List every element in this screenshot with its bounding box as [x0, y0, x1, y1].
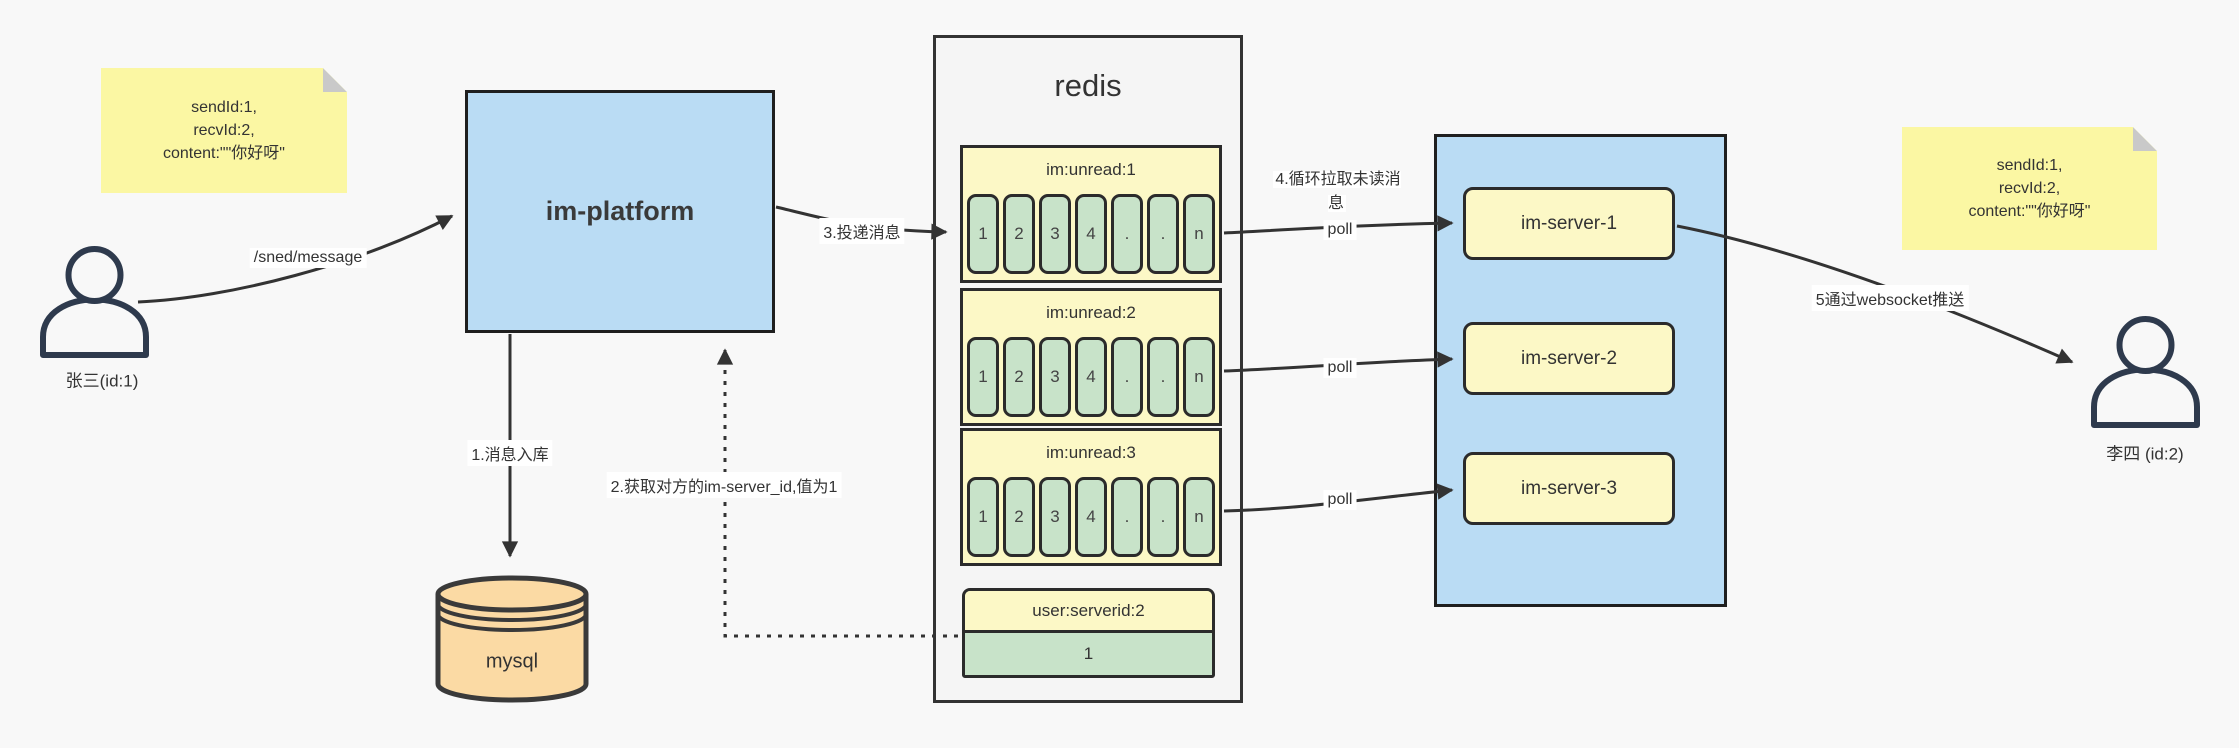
mysql-label: mysql	[485, 650, 539, 673]
queue-title: im:unread:1	[1046, 160, 1136, 179]
sticky-note-right: sendId:1, recvId:2, content:""你好呀"	[1902, 127, 2157, 250]
user-serverid-box: user:serverid:2 1	[962, 588, 1215, 678]
im-server-2-node: im-server-2	[1463, 322, 1675, 395]
unread-queue-3: im:unread:3 1 2 3 4 . . n	[960, 428, 1222, 566]
queue-cell: .	[1111, 477, 1143, 557]
note-line: sendId:1,	[1996, 156, 2063, 174]
queue-cell: 4	[1075, 477, 1107, 557]
receiver-person-icon	[2091, 316, 2200, 428]
edge-label-poll-3: poll	[1323, 490, 1357, 510]
note-line: content:""你好呀"	[1968, 203, 2091, 221]
kv-value: 1	[965, 633, 1212, 675]
queue-cell: n	[1183, 477, 1215, 557]
queue-cell: n	[1183, 194, 1215, 274]
queue-cell: 1	[967, 477, 999, 557]
note-line: sendId:1,	[191, 98, 257, 116]
edge-label-poll-1: poll	[1323, 220, 1357, 240]
queue-cell: n	[1183, 337, 1215, 417]
edge-label-pull: 4.循环拉取未读消息	[1261, 164, 1413, 214]
queue-cells: 1 2 3 4 . . n	[967, 337, 1215, 417]
edge-label-poll-2: poll	[1323, 358, 1357, 378]
queue-cell: 1	[967, 194, 999, 274]
queue-cell: 2	[1003, 194, 1035, 274]
queue-cell: 3	[1039, 194, 1071, 274]
queue-cell: .	[1147, 477, 1179, 557]
unread-queue-2: im:unread:2 1 2 3 4 . . n	[960, 288, 1222, 426]
queue-cell: .	[1111, 194, 1143, 274]
kv-key: user:serverid:2	[965, 591, 1212, 633]
im-server-3-node: im-server-3	[1463, 452, 1675, 525]
queue-cell: 4	[1075, 337, 1107, 417]
queue-cells: 1 2 3 4 . . n	[967, 194, 1215, 274]
queue-cell: .	[1111, 337, 1143, 417]
edge-label-deliver: 3.投递消息	[819, 218, 905, 244]
queue-title: im:unread:3	[1046, 443, 1136, 462]
im-server-1-node: im-server-1	[1463, 187, 1675, 260]
sticky-note-left: sendId:1, recvId:2, content:""你好呀"	[101, 68, 347, 193]
note-fold-icon	[323, 68, 347, 92]
edge-label-send: /sned/message	[249, 248, 367, 268]
queue-cell: 3	[1039, 337, 1071, 417]
note-line: recvId:2,	[193, 121, 255, 139]
sender-label: 张三(id:1)	[65, 371, 139, 391]
queue-cell: 3	[1039, 477, 1071, 557]
note-line: content:""你好呀"	[163, 145, 285, 163]
note-line: recvId:2,	[1998, 179, 2061, 197]
queue-cell: 1	[967, 337, 999, 417]
unread-queue-1: im:unread:1 1 2 3 4 . . n	[960, 145, 1222, 283]
queue-cell: 4	[1075, 194, 1107, 274]
redis-title: redis	[1054, 68, 1122, 103]
queue-cell: .	[1147, 337, 1179, 417]
queue-cell: .	[1147, 194, 1179, 274]
queue-cell: 2	[1003, 337, 1035, 417]
edge-label-fetch: 2.获取对方的im-server_id,值为1	[606, 472, 842, 498]
edge-label-store: 1.消息入库	[467, 440, 553, 466]
queue-title: im:unread:2	[1046, 303, 1136, 322]
edge-label-push: 5通过websocket推送	[1811, 285, 1969, 311]
note-fold-icon	[2133, 127, 2157, 151]
edge-label-pull-text: 4.循环拉取未读消息	[1273, 171, 1401, 212]
queue-cell: 2	[1003, 477, 1035, 557]
queue-cells: 1 2 3 4 . . n	[967, 477, 1215, 557]
mysql-cylinder-icon	[435, 575, 589, 703]
im-platform-node: im-platform	[465, 90, 775, 333]
receiver-label: 李四 (id:2)	[2106, 444, 2184, 464]
sender-person-icon	[40, 246, 149, 358]
